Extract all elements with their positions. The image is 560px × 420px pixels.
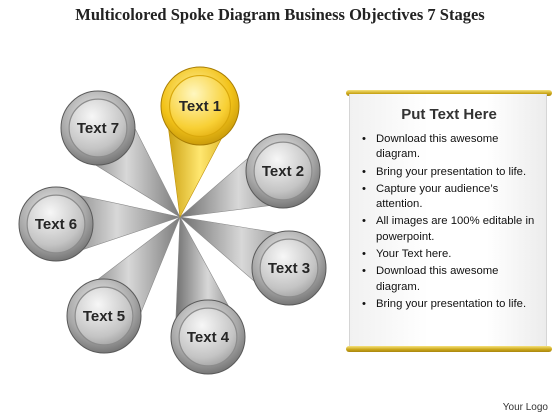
node-face	[68, 98, 128, 158]
bullet-list: Download this awesome diagram. Bring you…	[358, 132, 544, 314]
bullet-item: Download this awesome diagram.	[358, 264, 544, 295]
node-label: Text 2	[262, 163, 304, 180]
node-4: Text 4	[170, 299, 246, 375]
node-face	[253, 141, 313, 201]
node-label: Text 3	[268, 260, 310, 277]
bullet-item: Download this awesome diagram.	[358, 132, 544, 163]
node-face	[178, 307, 238, 367]
panel-heading: Put Text Here	[401, 106, 497, 123]
bullet-item: Your Text here.	[358, 247, 544, 263]
node-6: Text 6	[18, 186, 94, 262]
node-face	[26, 194, 86, 254]
spoke-diagram: Text 2 Text 3 Text 4 Text 5 Text 6 Text 7 Text…	[18, 66, 327, 375]
bullet-item: Bring your presentation to life.	[358, 297, 544, 313]
node-label: Text 5	[83, 308, 125, 325]
node-label: Text 1	[179, 98, 221, 115]
panel-paper: Put Text Here Download this awesome diag…	[349, 94, 547, 346]
bullet-item: Capture your audience’s attention.	[358, 182, 544, 213]
node-label: Text 4	[187, 329, 230, 346]
bullet-item: All images are 100% editable in powerpoi…	[358, 214, 544, 245]
text-panel: Put Text Here Download this awesome diag…	[346, 90, 552, 352]
node-face	[259, 238, 319, 298]
node-label: Text 7	[77, 120, 119, 137]
bullet-item: Bring your presentation to life.	[358, 165, 544, 181]
panel-top-rod	[346, 90, 552, 96]
node-face	[168, 74, 232, 138]
node-3: Text 3	[251, 230, 327, 306]
node-2: Text 2	[245, 133, 321, 209]
node-1: Text 1	[160, 66, 240, 146]
node-5: Text 5	[66, 278, 142, 354]
logo-text: Your Logo	[502, 402, 548, 413]
node-7: Text 7	[60, 90, 136, 166]
page-title: Multicolored Spoke Diagram Business Obje…	[75, 5, 485, 24]
panel-bottom-rod	[346, 346, 552, 352]
node-label: Text 6	[35, 216, 77, 233]
node-face	[74, 286, 134, 346]
